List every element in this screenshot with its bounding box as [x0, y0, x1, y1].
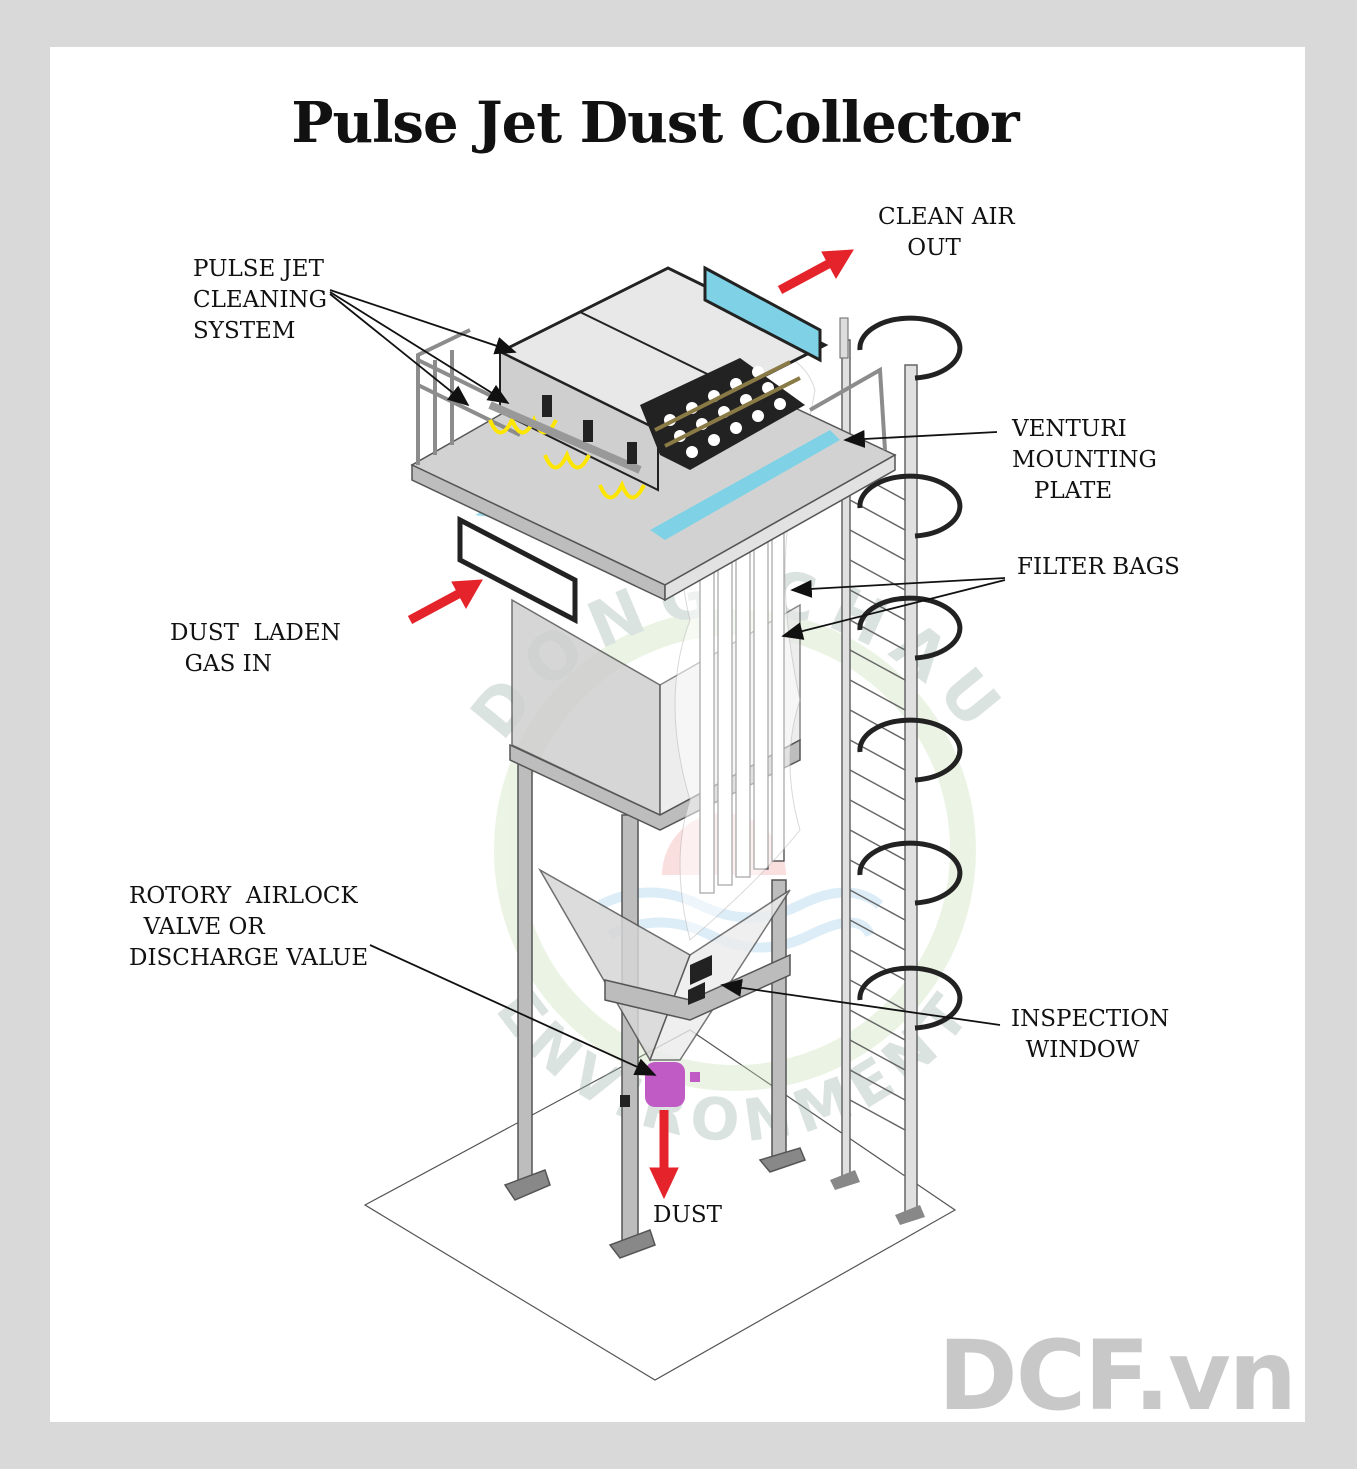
leader-lines	[329, 289, 1006, 1076]
label-filter-bags: FILTER BAGS	[1017, 554, 1180, 580]
brand-watermark: DCF.vn	[938, 1320, 1297, 1432]
label-venturi-mounting-plate: VENTURI MOUNTING PLATE	[1012, 416, 1157, 504]
label-dust-laden-gas-in: DUST LADEN GAS IN	[170, 620, 341, 677]
plenum-box	[496, 265, 829, 492]
header-pipes	[488, 401, 642, 474]
ground-outline	[363, 1029, 957, 1381]
label-pulse-jet-cleaning-system: PULSE JET CLEANING SYSTEM	[193, 256, 327, 344]
label-dust: DUST	[653, 1202, 722, 1228]
flow-arrows	[407, 249, 854, 1200]
inspection-window	[688, 955, 712, 1005]
access-ladder	[830, 315, 963, 1225]
label-inspection-window: INSPECTION WINDOW	[1011, 1006, 1170, 1063]
diagram-title: Pulse Jet Dust Collector	[291, 90, 1019, 156]
label-rotary-airlock-valve: ROTORY AIRLOCK VALVE OR DISCHARGE VALUE	[129, 883, 369, 971]
label-clean-air-out: CLEAN AIR OUT	[878, 204, 1015, 261]
solenoid-valves	[542, 395, 637, 464]
tube-sheet	[640, 358, 805, 470]
